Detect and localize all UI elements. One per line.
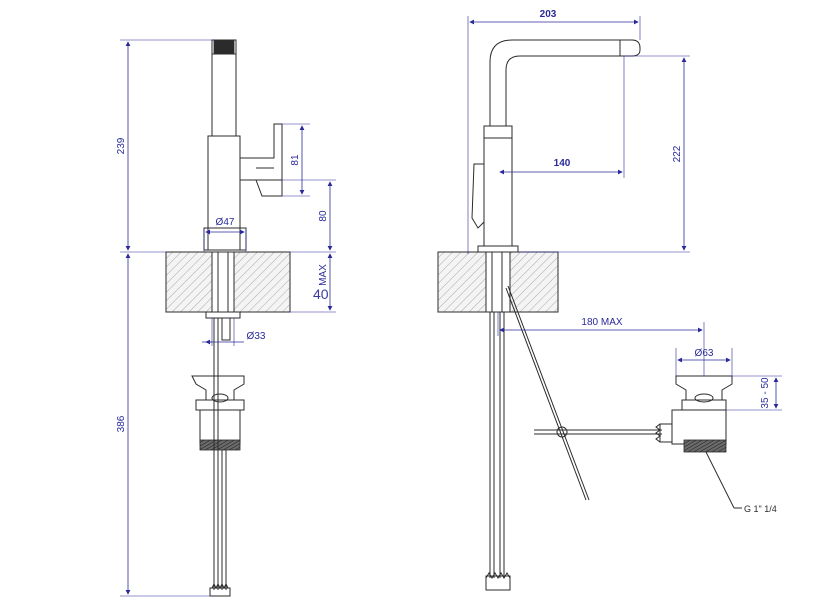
svg-text:203: 203 <box>540 9 557 20</box>
svg-text:222: 222 <box>672 145 683 162</box>
svg-text:180 MAX: 180 MAX <box>581 317 622 328</box>
svg-text:35 - 50: 35 - 50 <box>760 377 771 409</box>
side-lever <box>471 163 485 229</box>
front-view: 239 81 80 MAX 40 Ø47 <box>116 39 336 597</box>
svg-text:Ø47: Ø47 <box>216 217 235 228</box>
dim-waste-diameter: Ø63 <box>675 348 733 376</box>
svg-text:140: 140 <box>554 158 571 169</box>
dim-lever-height: 81 <box>282 123 310 197</box>
dim-rod-max: 180 MAX <box>497 312 705 376</box>
side-body <box>483 137 513 247</box>
dim-reach-total: 203 <box>467 9 641 254</box>
svg-text:G 1" 1/4: G 1" 1/4 <box>744 504 777 514</box>
dim-hose-length: 386 <box>116 253 210 597</box>
side-hose-connector <box>485 575 511 591</box>
thread-callout: G 1" 1/4 <box>705 451 777 514</box>
svg-text:40: 40 <box>313 286 329 302</box>
svg-text:MAX: MAX <box>318 264 329 286</box>
svg-text:Ø33: Ø33 <box>247 331 266 342</box>
side-popup-rod <box>505 285 673 501</box>
dim-waste-height: 35 - 50 <box>726 375 782 411</box>
svg-text:386: 386 <box>116 415 127 432</box>
side-view: 203 222 140 180 MAX Ø63 <box>437 9 782 591</box>
front-body <box>207 135 241 251</box>
side-shank <box>485 251 511 313</box>
dim-shank-diameter: Ø33 <box>202 318 266 346</box>
svg-text:239: 239 <box>116 137 127 154</box>
svg-text:81: 81 <box>290 154 301 166</box>
dim-total-height: 239 <box>116 39 212 253</box>
dim-body-diameter: Ø47 <box>203 217 247 252</box>
dim-spout-reach: 140 <box>499 56 625 178</box>
front-spout <box>211 39 237 137</box>
side-spout <box>489 39 641 126</box>
dim-deck-max: MAX 40 <box>290 253 336 313</box>
dim-base-to-lever: 80 <box>282 179 336 253</box>
dim-spout-height: 222 <box>518 55 690 253</box>
svg-text:80: 80 <box>318 210 329 222</box>
front-waste <box>191 375 245 451</box>
svg-text:Ø63: Ø63 <box>695 348 714 359</box>
front-lever <box>240 123 283 197</box>
front-shank <box>211 251 235 313</box>
front-hose-connector <box>209 587 231 597</box>
side-ring <box>483 125 513 139</box>
side-waste <box>671 375 733 453</box>
